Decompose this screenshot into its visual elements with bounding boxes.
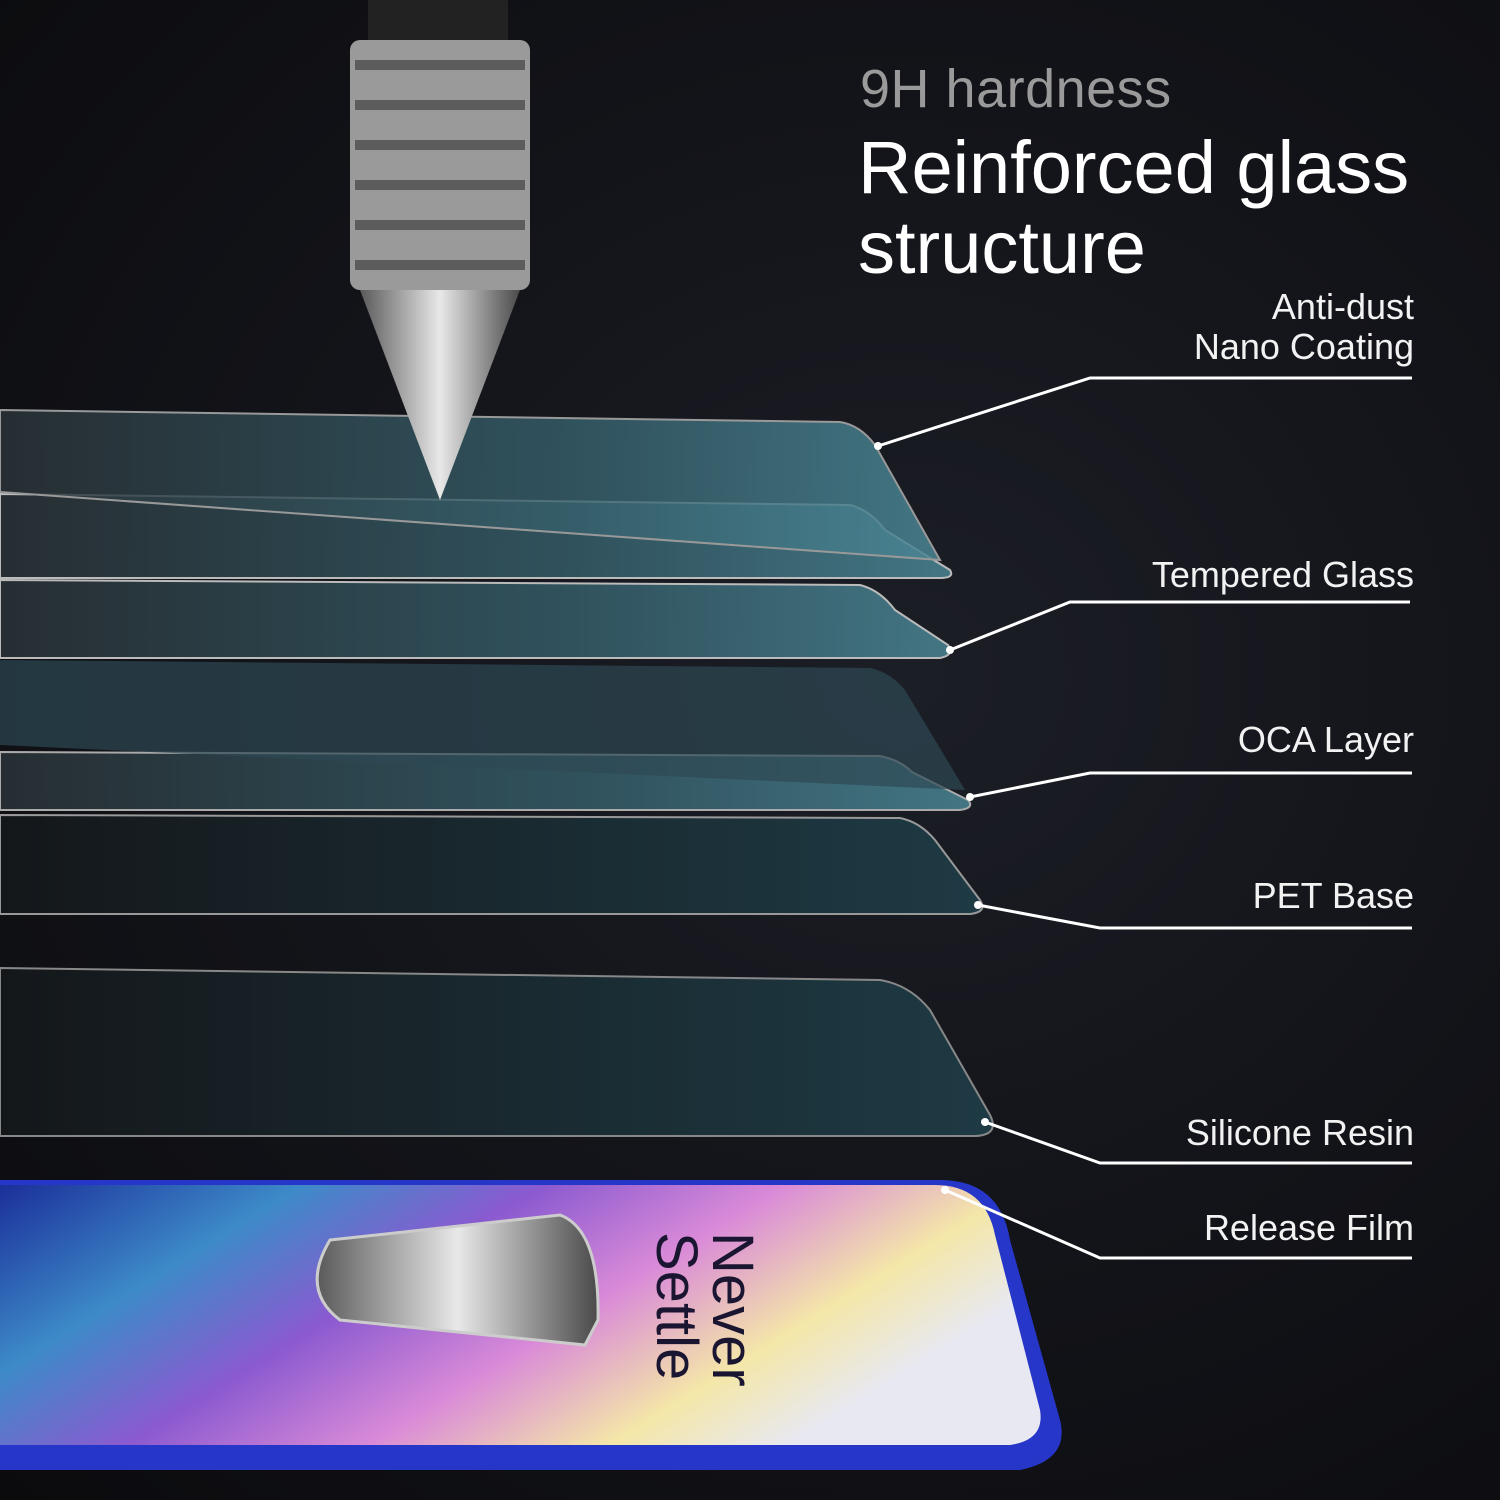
phone-slogan: Never Settle: [644, 1232, 765, 1387]
stylus-tip-icon: [350, 0, 530, 500]
layer-label-oca: OCA Layer: [1237, 719, 1414, 760]
slogan-line: Never: [700, 1232, 765, 1387]
layer-label-silicone: Silicone Resin: [1185, 1112, 1414, 1153]
label-line: Nano Coating: [1193, 326, 1414, 367]
page-title: Reinforced glass structure: [858, 126, 1410, 289]
leader-lines: [877, 376, 1412, 1260]
label-line: Anti-dust: [1271, 286, 1414, 327]
layer-label-release-film: Release Film: [1203, 1207, 1414, 1248]
phone-illustration: [0, 1180, 1062, 1470]
layer-label-anti-dust: Anti-dust Nano Coating: [1194, 287, 1414, 367]
subtitle: 9H hardness: [860, 59, 1172, 119]
layer-label-pet: PET Base: [1252, 875, 1414, 916]
slogan-line: Settle: [644, 1232, 709, 1381]
layer-label-tempered-glass: Tempered Glass: [1151, 554, 1414, 595]
